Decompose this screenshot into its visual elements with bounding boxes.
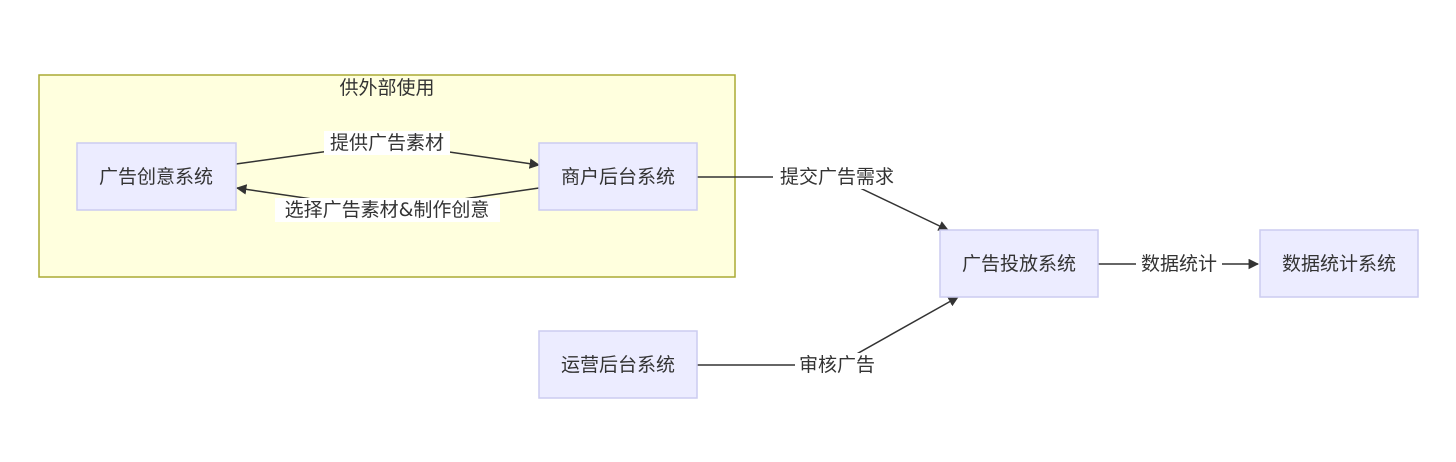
edge-label-text: 审核广告 [799, 354, 875, 376]
node-label: 商户后台系统 [561, 166, 675, 188]
edge-label-submit-request: 提交广告需求 [773, 165, 901, 189]
edge-label-review-ad: 审核广告 [795, 353, 879, 377]
edge-label-text: 提交广告需求 [780, 166, 894, 188]
node-label: 数据统计系统 [1282, 253, 1396, 275]
node-label: 广告投放系统 [962, 253, 1076, 275]
node-ops-backend[interactable]: 运营后台系统 [538, 330, 698, 399]
node-creative-system[interactable]: 广告创意系统 [76, 142, 237, 211]
node-ad-delivery-system[interactable]: 广告投放系统 [939, 229, 1099, 298]
edge-label-text: 提供广告素材 [330, 132, 444, 154]
edge-label-text: 选择广告素材&制作创意 [285, 199, 490, 221]
edge-label-provide-material: 提供广告素材 [324, 131, 450, 155]
node-label: 运营后台系统 [561, 354, 675, 376]
subgraph-title: 供外部使用 [339, 77, 434, 99]
edge-label-select-material: 选择广告素材&制作创意 [275, 198, 500, 222]
edge-label-text: 数据统计 [1141, 253, 1217, 275]
node-label: 广告创意系统 [99, 166, 213, 188]
edge-label-data-stats: 数据统计 [1136, 252, 1222, 276]
node-data-stats-system[interactable]: 数据统计系统 [1259, 229, 1419, 298]
node-merchant-backend[interactable]: 商户后台系统 [538, 142, 698, 211]
